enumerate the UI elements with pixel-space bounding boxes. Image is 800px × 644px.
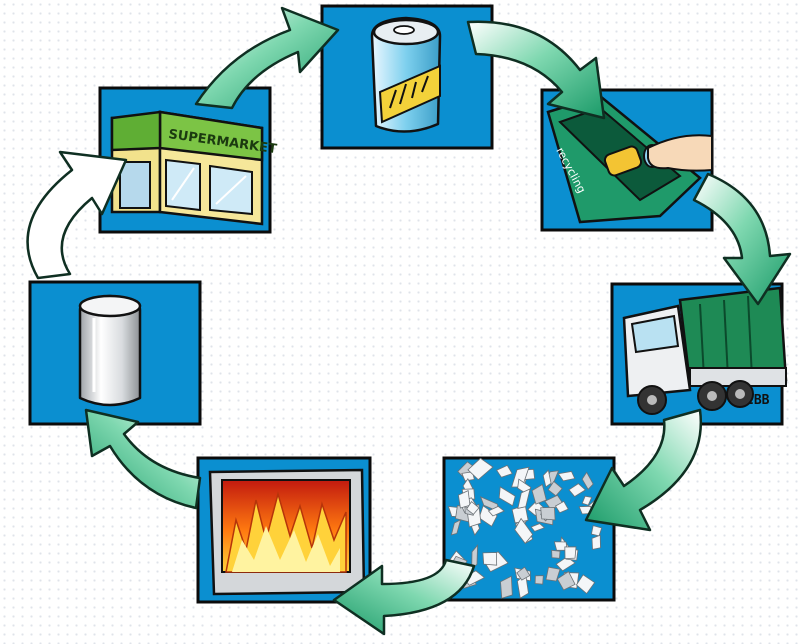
stage-furnace xyxy=(196,456,372,604)
aluminium-flake xyxy=(482,552,498,566)
stage-shredded-aluminium xyxy=(442,456,616,602)
arrow-flakes-to-furnace xyxy=(332,558,476,636)
aluminium-flake xyxy=(498,486,516,507)
stage-supermarket: SUPERMARKET xyxy=(98,86,278,234)
aluminium-flake xyxy=(466,501,480,515)
aluminium-flake xyxy=(516,566,531,581)
aluminium-flake xyxy=(568,483,587,498)
aluminium-flake xyxy=(581,495,593,506)
aluminium-flake xyxy=(557,470,576,482)
arrow-furnace-to-newcan xyxy=(84,408,202,510)
arrow-truck-to-flakes xyxy=(584,408,703,532)
supermarket-icon: SUPERMARKET xyxy=(110,110,278,226)
aluminium-flake xyxy=(514,517,534,545)
aluminium-flake xyxy=(581,471,594,490)
aluminium-flake xyxy=(545,566,561,582)
arrow-newcan-to-store xyxy=(26,150,128,280)
aluminium-flake xyxy=(531,483,547,505)
aluminium-flake xyxy=(496,464,513,478)
arrow-store-to-can xyxy=(194,6,340,110)
aluminium-flake xyxy=(591,534,601,550)
soda-can-icon xyxy=(370,16,442,133)
stage-recycling-bin: recycling xyxy=(540,88,714,232)
aluminium-flake xyxy=(575,574,596,595)
stage-filled-can xyxy=(320,4,494,150)
aluminium-flake xyxy=(554,500,569,514)
aluminium-flake xyxy=(527,500,545,517)
aluminium-flake xyxy=(542,469,552,488)
aluminium-flake xyxy=(516,573,529,599)
aluminium-flake xyxy=(540,506,556,521)
aluminium-flake xyxy=(467,457,494,481)
aluminium-flake xyxy=(511,504,529,524)
aluminium-flake xyxy=(556,570,576,591)
aluminium-flake xyxy=(564,546,577,560)
aluminium-flake xyxy=(517,488,531,509)
aluminium-flake xyxy=(511,466,530,488)
aluminium-flake xyxy=(500,575,513,599)
furnace-fire-icon xyxy=(208,468,366,596)
arrow-bin-to-truck xyxy=(692,172,792,306)
arrow-can-to-bin xyxy=(466,20,606,120)
stage-collection-truck: IBB xyxy=(610,282,788,426)
stage-new-can xyxy=(28,280,202,426)
shredded-flakes-icon xyxy=(447,457,603,599)
aluminium-flake xyxy=(551,549,561,559)
blank-can-icon xyxy=(78,294,142,407)
aluminium-flake xyxy=(530,523,546,532)
aluminium-flake xyxy=(534,575,544,585)
aluminium-flake xyxy=(457,490,471,509)
aluminium-flake xyxy=(487,505,505,517)
aluminium-flake xyxy=(450,519,462,536)
garbage-truck-icon: IBB xyxy=(622,286,788,415)
aluminium-flake xyxy=(461,471,475,482)
aluminium-flake xyxy=(547,480,563,497)
